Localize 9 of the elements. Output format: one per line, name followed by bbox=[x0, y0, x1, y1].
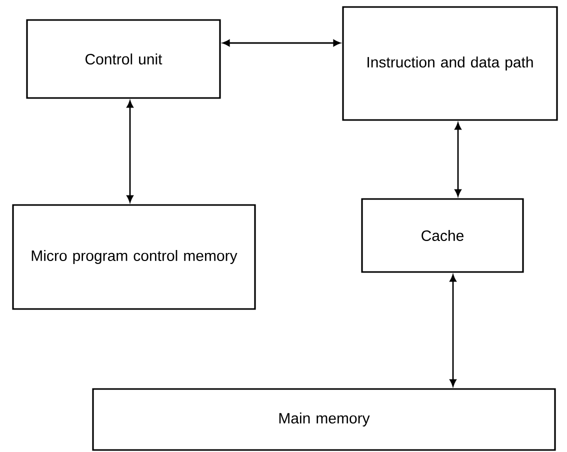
arrow bbox=[454, 122, 462, 196]
arrow bbox=[126, 100, 134, 202]
process-box: Micro program control memory bbox=[12, 204, 256, 310]
arrow bbox=[222, 40, 340, 46]
process-box: Instruction and data path bbox=[342, 6, 558, 121]
process-box: Control unit bbox=[26, 19, 221, 99]
process-box: Main memory bbox=[92, 388, 556, 451]
process-box: Cache bbox=[361, 198, 524, 273]
arrow bbox=[450, 274, 456, 386]
